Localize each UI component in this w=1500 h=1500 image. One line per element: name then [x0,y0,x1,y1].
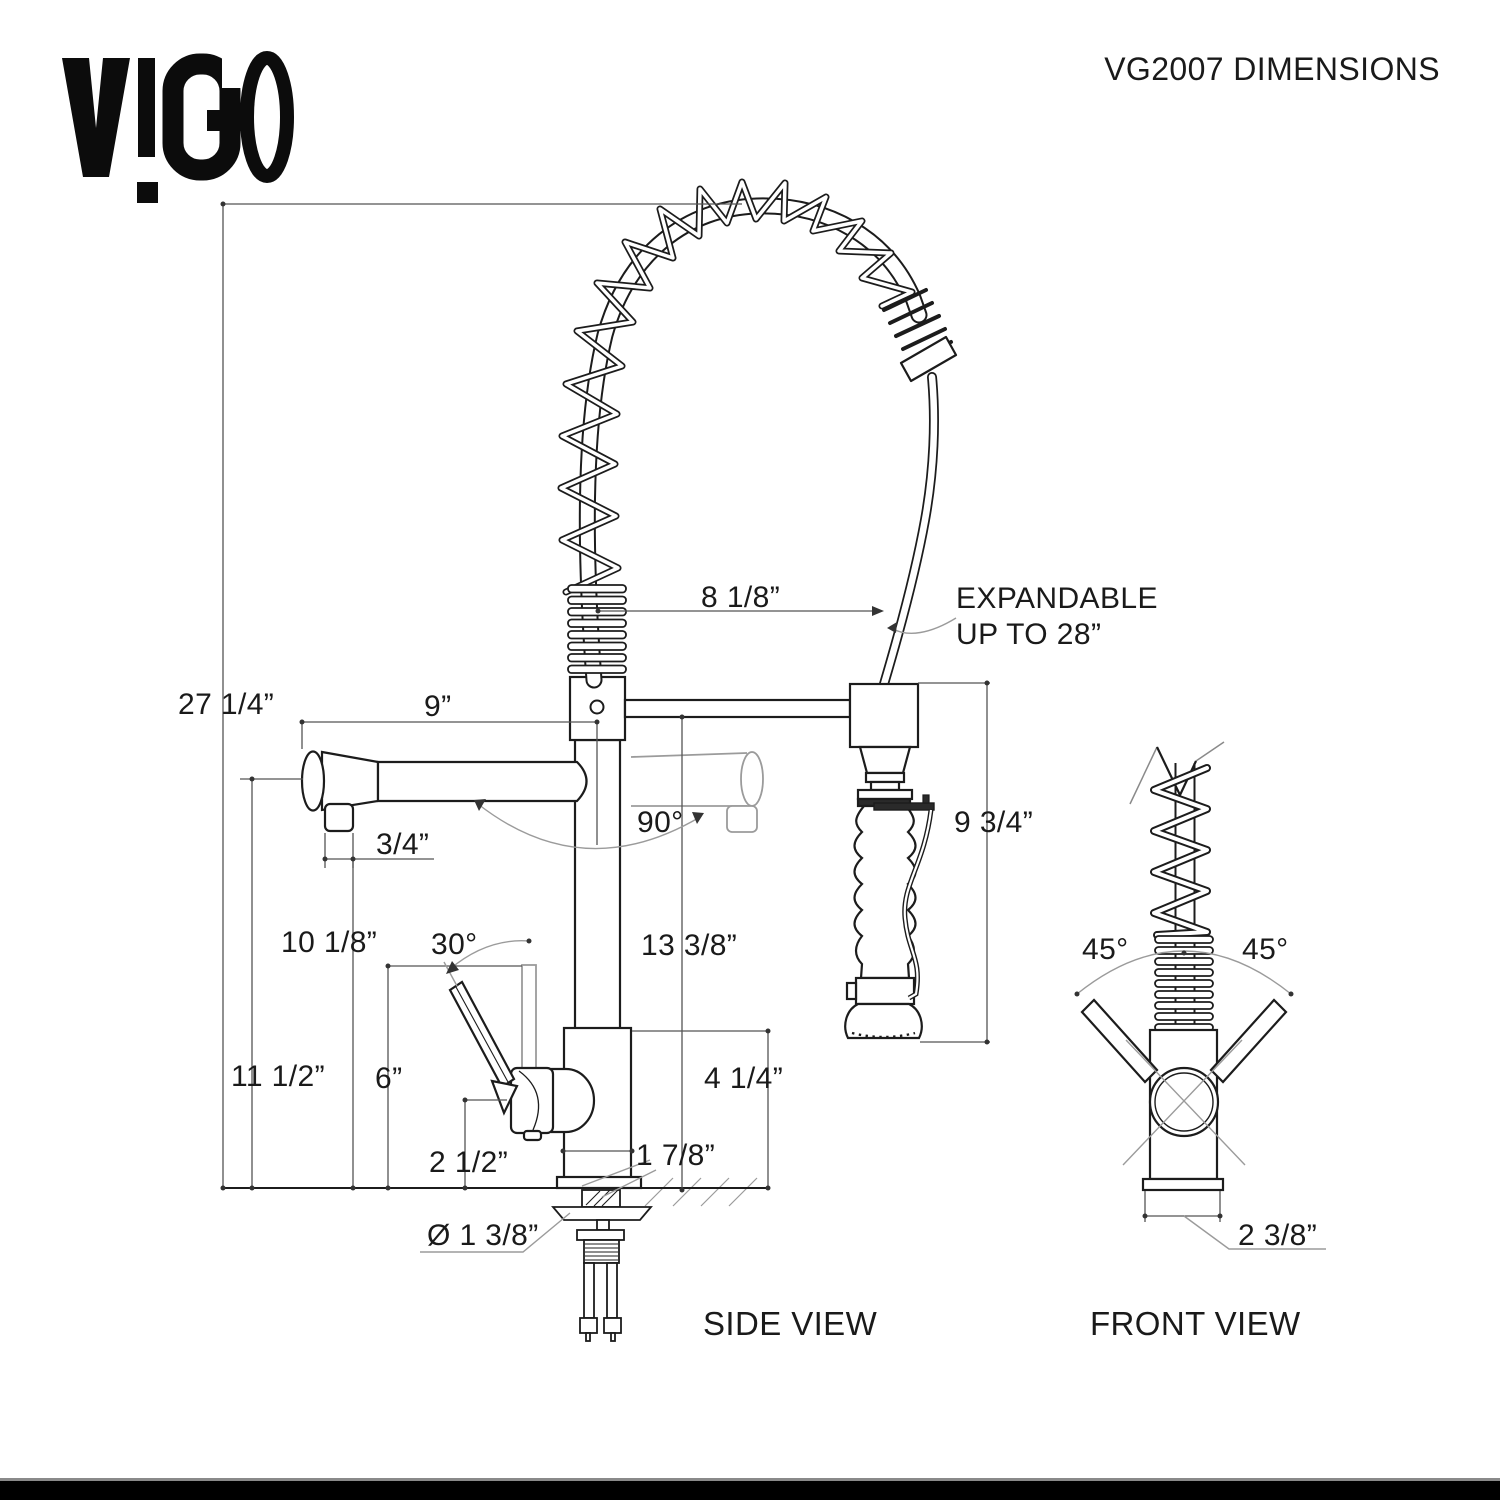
bottom-divider [0,1478,1500,1481]
swivel-90-arc [477,803,701,850]
arrow-expandable [887,622,897,633]
clip-stub [922,794,930,804]
handle-assembly [448,980,596,1142]
sprayer-head-dome [844,1002,923,1040]
block-hole [589,699,605,715]
dim-front-base-width: 2 3/8” [1238,1219,1318,1252]
arrow-90-end [692,812,704,824]
base-flange [555,1175,643,1190]
counter-and-mounting [223,1177,770,1342]
sprayer-trigger [854,976,916,1006]
ghost-handle-lever [521,964,537,1071]
mounting-flange [551,1206,653,1221]
sprayer-collar-1 [864,771,906,784]
dim-spring-column-height: 13 3/8” [641,929,738,962]
dim-spout-reach: 9” [424,690,452,723]
vigo-logo [62,50,294,203]
arrow-8-1-8 [872,606,884,616]
handle-pivot-housing [509,1066,555,1135]
dim-spout-outlet-width: 3/4” [376,828,430,861]
dim-handle-base-height: 2 1/2” [429,1146,509,1179]
logo-letter-i [138,58,155,157]
supply-fitting-left [579,1317,598,1334]
hole-dia-leader [420,1212,571,1253]
logo-letter-o [240,51,294,183]
faucet-front-view [1080,741,1288,1192]
clip-bar [873,802,935,811]
dim-spout-outlet-height: 10 1/8” [281,926,378,959]
logo-letter-g [162,50,246,181]
pivot-nub [522,1129,543,1142]
ghost-spout-nozzle [726,805,758,833]
sprayer-holder-block [848,682,920,749]
expandable-leader [892,617,957,634]
spring-hose-arch [557,178,958,689]
faucet-side-view [300,675,852,1190]
dimension-ticks [220,201,1294,1219]
supply-fitting-right [603,1317,622,1334]
sprayer-button [845,981,858,1001]
front-lever-axis-lines [1122,1039,1246,1166]
callout-expandable-line2: UP TO 28” [956,618,1102,651]
sprayer-neck [858,745,912,775]
bottom-black-bar [0,1481,1500,1500]
dim-hose-span: 8 1/8” [701,581,781,614]
dim-front-left-angle: 45° [1082,933,1129,966]
ghost-elements [521,751,764,1071]
supply-line-left [583,1262,595,1319]
arrow-90-start [474,799,486,811]
dim-sprayer-length: 9 3/4” [954,806,1034,839]
valve-dome [550,1067,596,1134]
page-title: VG2007 DIMENSIONS [1104,51,1440,87]
support-bar [623,698,852,719]
mounting-nut [576,1229,625,1241]
front-right-lever [1209,998,1288,1084]
front-view-label: FRONT VIEW [1090,1305,1301,1342]
swivel-spout [300,750,588,833]
dimension-lines [222,203,1221,1222]
mounting-hardware [551,1189,653,1342]
dim-swivel-angle: 90° [637,806,684,839]
ghost-spout-top-line [630,752,748,758]
dim-body-height: 4 1/4” [704,1062,784,1095]
sprayer-dock-ring [856,788,914,801]
supply-line-right [606,1262,618,1319]
spout-cone [320,750,380,812]
front-left-lever [1080,998,1159,1084]
spout-tube [376,760,588,803]
coil-end-cap [899,335,958,383]
front-base-plate [1141,1177,1225,1192]
spout-aerator [323,802,355,833]
counter-hatching [644,1177,758,1207]
front-spring-coil [1150,764,1211,939]
ghost-spout-end [740,751,764,807]
logo-letter-v [62,58,130,177]
front-base-leader [1183,1215,1326,1250]
dim-front-right-angle: 45° [1242,933,1289,966]
handle-30-arc [449,940,530,970]
dim-mount-hole-diameter: Ø 1 3/8” [427,1219,539,1252]
dim-overall-height: 27 1/4” [178,688,275,721]
sprayer-collar-2 [869,780,901,792]
spout-end-cap [300,750,326,812]
side-view-label: SIDE VIEW [703,1305,878,1342]
dim-handle-angle: 30° [431,928,478,961]
logo-letter-i-dot [137,182,158,203]
pull-down-sprayer [844,682,935,1040]
front-tight-coil [1154,935,1214,1032]
arrow-30 [446,961,459,974]
bare-hose [879,372,939,689]
handle-lever-tip [490,1079,519,1116]
dim-handle-height: 6” [375,1062,403,1095]
dim-body-width: 1 7/8” [636,1139,716,1172]
callout-expandable-line1: EXPANDABLE [956,582,1158,615]
flange-tab [596,1219,610,1231]
dim-spout-centerline-height: 11 1/2” [231,1060,325,1093]
